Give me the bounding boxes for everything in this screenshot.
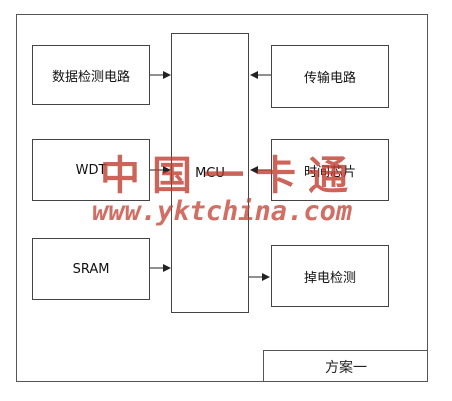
- block-power-detect: 掉电检测: [271, 245, 389, 307]
- caption-box: 方案一: [263, 350, 428, 382]
- block-mcu-label: MCU: [195, 165, 225, 181]
- watermark-brand: 中国一卡通: [100, 152, 360, 199]
- block-power-detect-label: 掉电检测: [303, 270, 356, 286]
- block-sram-label: SRAM: [72, 261, 110, 277]
- block-mcu: MCU: [171, 33, 249, 313]
- block-clock-label: 时间芯片: [303, 164, 356, 180]
- diagram-frame: [16, 14, 428, 382]
- block-data-detect: 数据检测电路: [32, 45, 150, 105]
- block-clock: 时间芯片: [271, 139, 389, 201]
- block-wdt-label: WDT: [75, 162, 107, 178]
- caption-label: 方案一: [325, 359, 367, 376]
- block-wdt: WDT: [32, 139, 150, 201]
- block-sram: SRAM: [32, 238, 150, 300]
- block-data-detect-label: 数据检测电路: [51, 69, 130, 85]
- block-transmit: 传输电路: [271, 45, 389, 108]
- block-transmit-label: 传输电路: [303, 71, 356, 86]
- watermark-url: www.yktchina.com: [92, 196, 353, 227]
